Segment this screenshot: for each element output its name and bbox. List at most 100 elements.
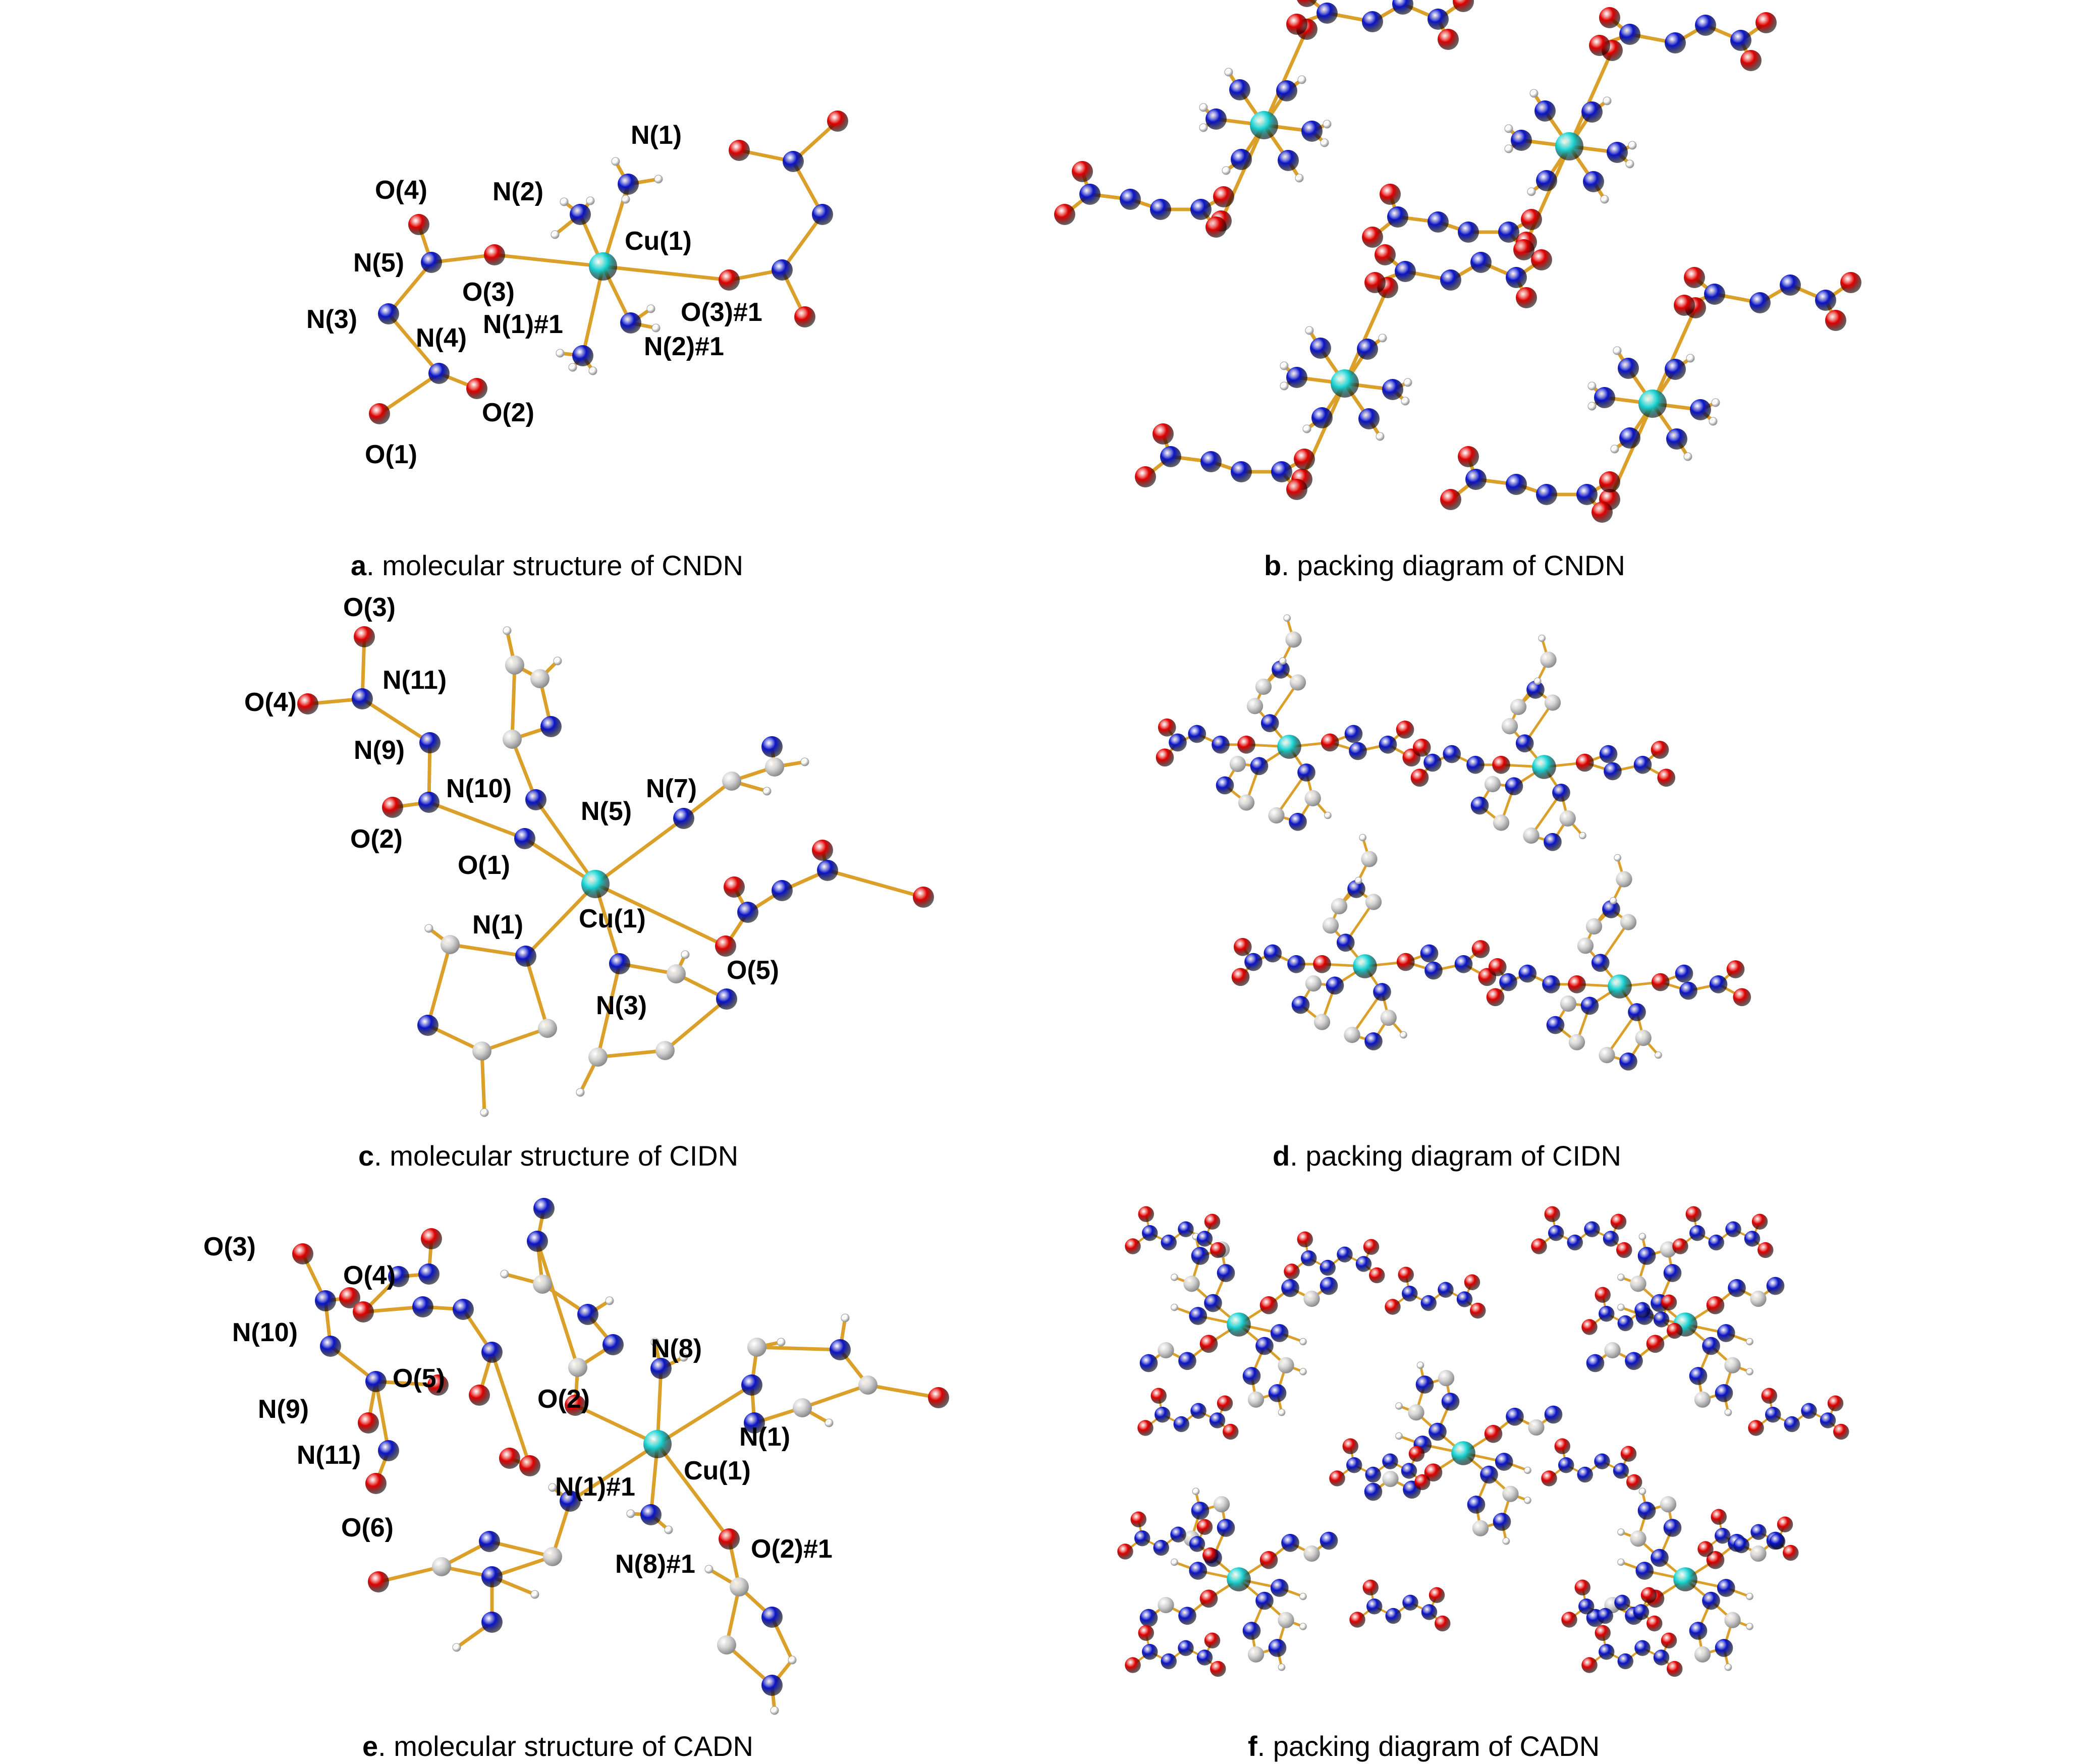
bond-line bbox=[581, 264, 605, 358]
atom-label-c: N(3) bbox=[596, 991, 647, 1020]
oxygen-atom bbox=[421, 1228, 442, 1249]
carbon-atom bbox=[1523, 827, 1540, 844]
nitrogen-atom bbox=[1602, 900, 1620, 918]
hydrogen-atom bbox=[1538, 634, 1546, 642]
nitrogen-atom bbox=[1326, 976, 1344, 995]
hydrogen-atom bbox=[1683, 452, 1692, 461]
hydrogen-atom bbox=[1504, 144, 1513, 153]
hydrogen-atom bbox=[704, 1565, 713, 1574]
carbon-atom bbox=[1229, 755, 1246, 773]
bond-line bbox=[387, 312, 441, 375]
nitrogen-atom bbox=[421, 252, 442, 273]
oxygen-atom bbox=[1672, 1238, 1688, 1254]
oxygen-atom bbox=[466, 378, 487, 399]
nitrogen-atom bbox=[1366, 1598, 1383, 1615]
nitrogen-atom bbox=[419, 732, 441, 753]
oxygen-atom bbox=[1651, 741, 1669, 759]
nitrogen-atom bbox=[1402, 1286, 1418, 1302]
nitrogen-atom bbox=[618, 174, 639, 195]
nitrogen-atom bbox=[365, 1371, 387, 1392]
nitrogen-atom bbox=[1603, 1231, 1619, 1247]
oxygen-atom bbox=[365, 1473, 387, 1494]
nitrogen-atom bbox=[577, 1304, 598, 1325]
oxygen-atom bbox=[1424, 1463, 1443, 1482]
oxygen-atom bbox=[499, 1448, 520, 1469]
panel-a: N(1) O(4) N(2) Cu(1) N(5) O(3) N(3) N(1)… bbox=[306, 121, 762, 469]
oxygen-atom bbox=[1733, 988, 1751, 1007]
nitrogen-atom bbox=[761, 736, 783, 757]
hydrogen-atom bbox=[1724, 1663, 1732, 1671]
nitrogen-atom bbox=[1320, 1259, 1336, 1276]
copper-atom bbox=[1277, 735, 1301, 759]
copper-atom bbox=[1608, 974, 1632, 999]
carbon-atom bbox=[1313, 1014, 1331, 1030]
atom-label-a: N(3) bbox=[306, 305, 357, 334]
oxygen-atom bbox=[1205, 216, 1227, 238]
nitrogen-atom bbox=[1548, 1225, 1564, 1241]
oxygen-atom bbox=[827, 111, 848, 132]
nitrogen-atom bbox=[1665, 359, 1686, 380]
oxygen-atom bbox=[928, 1387, 949, 1408]
hydrogen-atom bbox=[1401, 397, 1410, 406]
atom-label-a: O(3) bbox=[462, 278, 515, 307]
oxygen-atom bbox=[729, 140, 750, 161]
hydrogen-atom bbox=[1278, 1408, 1286, 1416]
hydrogen-atom bbox=[1278, 1663, 1286, 1671]
carbon-atom bbox=[1408, 1404, 1424, 1421]
carbon-atom bbox=[1599, 1046, 1615, 1064]
copper-atom bbox=[581, 870, 610, 898]
bond-line bbox=[593, 882, 728, 948]
bond-line bbox=[487, 1539, 555, 1559]
oxygen-atom bbox=[1616, 1242, 1632, 1258]
hydrogen-atom bbox=[1354, 876, 1362, 885]
carbon-atom bbox=[472, 1041, 491, 1061]
carbon-atom bbox=[1382, 1470, 1399, 1487]
oxygen-atom bbox=[1651, 973, 1670, 991]
nitrogen-atom bbox=[1440, 269, 1461, 291]
nitrogen-atom bbox=[1544, 1405, 1563, 1424]
carbon-atom bbox=[1158, 1596, 1174, 1614]
nitrogen-atom bbox=[1420, 944, 1439, 963]
nitrogen-atom bbox=[1191, 1247, 1210, 1265]
oxygen-atom bbox=[1581, 1657, 1598, 1673]
hydrogen-atom bbox=[654, 175, 663, 184]
carbon-atom bbox=[1289, 674, 1306, 691]
carbon-atom bbox=[1660, 1496, 1677, 1513]
atom-label-c: O(5) bbox=[727, 956, 779, 985]
oxygen-atom bbox=[1138, 1625, 1154, 1641]
oxygen-atom bbox=[408, 214, 429, 235]
hydrogen-atom bbox=[568, 363, 577, 372]
nitrogen-atom bbox=[1441, 1393, 1460, 1411]
nitrogen-atom bbox=[1301, 1250, 1317, 1266]
hydrogen-atom bbox=[1171, 1274, 1178, 1281]
oxygen-atom bbox=[1125, 1657, 1141, 1673]
nitrogen-atom bbox=[1160, 446, 1181, 467]
oxygen-atom bbox=[1408, 1446, 1425, 1462]
oxygen-atom bbox=[1363, 1239, 1380, 1255]
nitrogen-atom bbox=[1358, 408, 1380, 429]
atom-label-e: N(1)#1 bbox=[555, 1472, 635, 1502]
hydrogen-atom bbox=[1324, 811, 1332, 819]
hydrogen-atom bbox=[452, 1643, 461, 1652]
carbon-atom bbox=[1361, 851, 1378, 867]
hydrogen-atom bbox=[1655, 1051, 1662, 1059]
nitrogen-atom bbox=[1506, 474, 1527, 495]
carbon-atom bbox=[1616, 871, 1632, 888]
nitrogen-atom bbox=[1178, 1640, 1194, 1656]
oxygen-atom bbox=[1217, 1395, 1233, 1411]
nitrogen-atom bbox=[1264, 944, 1282, 963]
nitrogen-atom bbox=[1597, 1608, 1613, 1624]
carbon-atom bbox=[722, 771, 741, 791]
carbon-atom bbox=[1694, 1646, 1711, 1663]
hydrogen-atom bbox=[1502, 1537, 1510, 1545]
nitrogen-atom bbox=[1120, 189, 1141, 210]
bond-line bbox=[480, 1049, 486, 1115]
atom-label-a: O(2) bbox=[482, 398, 534, 427]
carbon-atom bbox=[530, 669, 550, 688]
atom-label-c: N(5) bbox=[581, 797, 632, 826]
nitrogen-atom bbox=[1281, 1533, 1299, 1552]
hydrogen-atom bbox=[681, 950, 690, 959]
nitrogen-atom bbox=[1505, 777, 1523, 796]
bond-line bbox=[573, 1403, 660, 1446]
nitrogen-atom bbox=[1150, 199, 1171, 220]
